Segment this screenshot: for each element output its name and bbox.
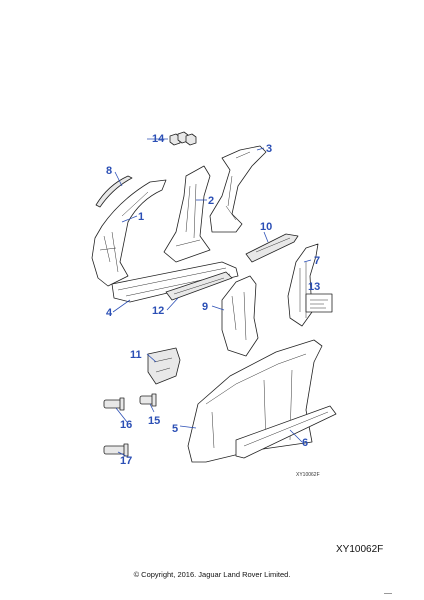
callout-1: 1 [138,211,144,223]
callout-7: 7 [314,255,320,267]
callout-2: 2 [208,195,214,207]
inset-label: XY10062F [296,472,320,478]
part-1-a-pillar [91,179,167,287]
callout-5: 5 [172,423,178,435]
reference-code: XY10062F [336,544,384,555]
part-15-fastener [139,393,157,407]
callout-4: 4 [106,307,113,319]
callout-11: 11 [130,349,142,361]
part-2-b-pillar [163,165,211,263]
part-3-c-pillar [209,145,267,233]
part-12-sill-reinforcement [165,271,233,301]
part-6-outer-sill [235,405,337,459]
part-14-clips [169,131,197,146]
part-13-label [305,293,333,313]
callout-6: 6 [302,437,308,449]
callout-9: 9 [202,301,208,313]
part-9-inner-panel [221,275,259,357]
part-10-rail [245,233,299,263]
callout-8: 8 [106,165,112,177]
part-8-seal [95,175,133,208]
callout-17: 17 [120,455,132,467]
leader-lines [112,138,312,457]
callout-13: 13 [308,281,320,293]
page-corner-mark [384,593,392,594]
callout-3: 3 [266,143,272,155]
copyright-text: © Copyright, 2016. Jaguar Land Rover Lim… [133,570,291,579]
part-16-fastener [103,397,125,411]
callout-labels: 1 2 3 4 5 6 7 8 9 10 11 12 13 14 15 16 1… [106,133,320,467]
callout-16: 16 [120,419,132,431]
callout-10: 10 [260,221,272,233]
callout-12: 12 [152,305,164,317]
callout-15: 15 [148,415,160,427]
part-17-fastener [103,443,129,457]
part-11-bracket [147,347,181,385]
callout-14: 14 [152,133,165,145]
